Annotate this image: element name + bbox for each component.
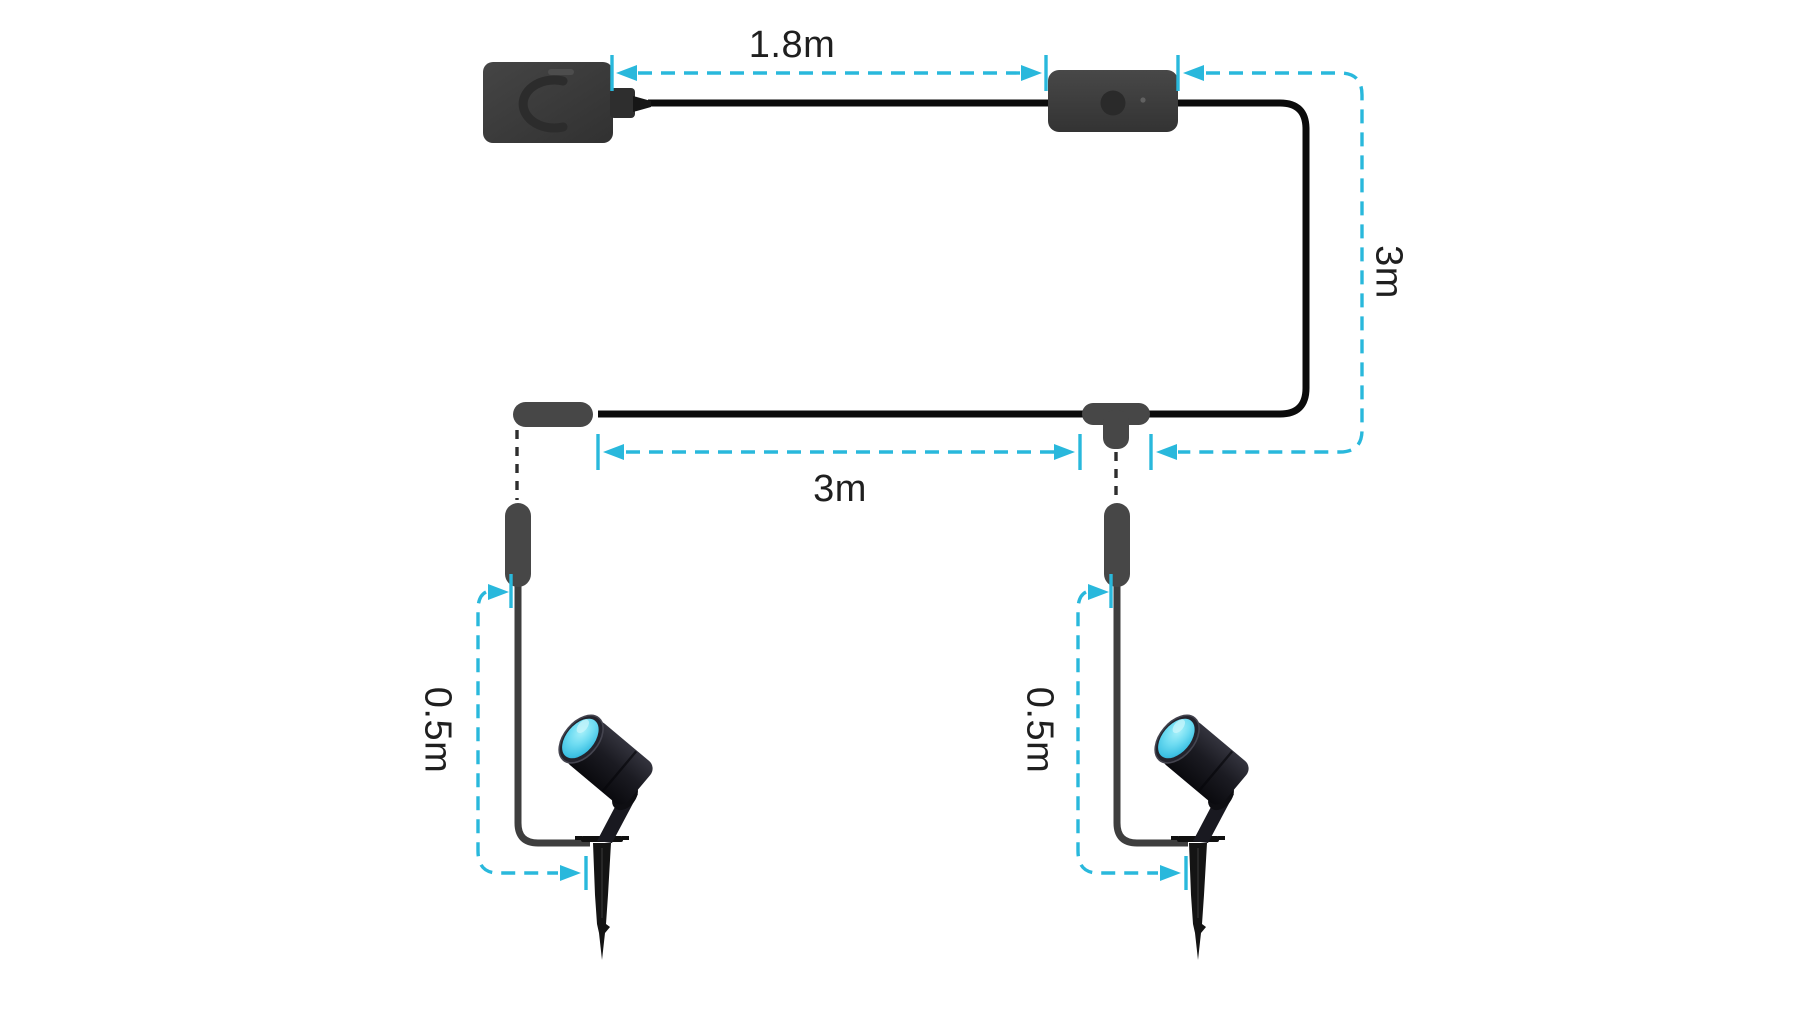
spike-flange-tip [1218, 836, 1225, 840]
dim-label-0-5m-right: 0.5m [1019, 687, 1061, 773]
plug-connector-left [505, 503, 531, 587]
arrow-right-icon [1021, 65, 1042, 81]
arrow-right-icon [1054, 444, 1075, 460]
dimension-right-drop: 0.5m [1019, 574, 1188, 890]
dimension-left-drop: 0.5m [417, 574, 588, 890]
t-splitter-stem [1103, 410, 1129, 449]
adapter-strain-relief [633, 96, 651, 112]
lamp-lens [562, 718, 599, 759]
adapter-crescent [518, 75, 568, 133]
extension-connector-body [513, 402, 593, 427]
arrow-left-icon [603, 444, 624, 460]
dimension-controller-to-tee: 3m [1149, 55, 1410, 470]
lamp-head [558, 714, 653, 805]
cable-left-spotlight [514, 584, 590, 847]
adapter-body [483, 62, 613, 143]
lamp-lens [1158, 718, 1195, 759]
spotlight-right [1154, 714, 1249, 960]
lamp-head [1154, 714, 1249, 805]
cable-controller-to-tee [598, 99, 1310, 418]
dim-label-3m-vertical: 3m [1368, 245, 1410, 299]
lens-highlight [1172, 719, 1186, 733]
cable-right-spotlight [1113, 584, 1188, 847]
plug-connector-right [1104, 503, 1130, 587]
dim-dashed-bracket [476, 590, 558, 875]
t-splitter [1082, 403, 1150, 449]
arrow-right-icon [1160, 865, 1181, 881]
dimension-connector-to-tee: 3m [596, 434, 1082, 510]
dim-dashed-bracket [1178, 71, 1364, 454]
lamp-seam [1197, 750, 1234, 792]
arrow-left-icon [616, 65, 637, 81]
lens-highlight [576, 719, 590, 733]
dim-label-3m-horizontal: 3m [813, 468, 867, 510]
arrow-right-icon [1088, 584, 1109, 600]
spike-flange-tip [1171, 836, 1178, 840]
arrow-right-icon [560, 865, 581, 881]
arrow-left-icon [1183, 65, 1204, 81]
power-adapter [483, 62, 651, 143]
spike-flange-tip [575, 836, 582, 840]
arrow-right-icon [488, 584, 509, 600]
dimension-adapter-to-controller: 1.8m [610, 24, 1048, 91]
dim-dashed-bracket [1076, 590, 1158, 875]
inline-controller [1048, 70, 1178, 132]
dim-label-0-5m-left: 0.5m [417, 687, 459, 773]
adapter-slot [548, 69, 574, 75]
controller-led [1140, 97, 1146, 103]
arrow-left-icon [1156, 444, 1177, 460]
controller-button [1100, 90, 1126, 116]
extension-connector [513, 402, 593, 427]
spike-flange-tip [622, 836, 629, 840]
adapter-plug [610, 88, 635, 118]
dim-label-1-8m: 1.8m [749, 24, 835, 66]
spotlight-left [558, 714, 653, 960]
lamp-seam [601, 750, 638, 792]
